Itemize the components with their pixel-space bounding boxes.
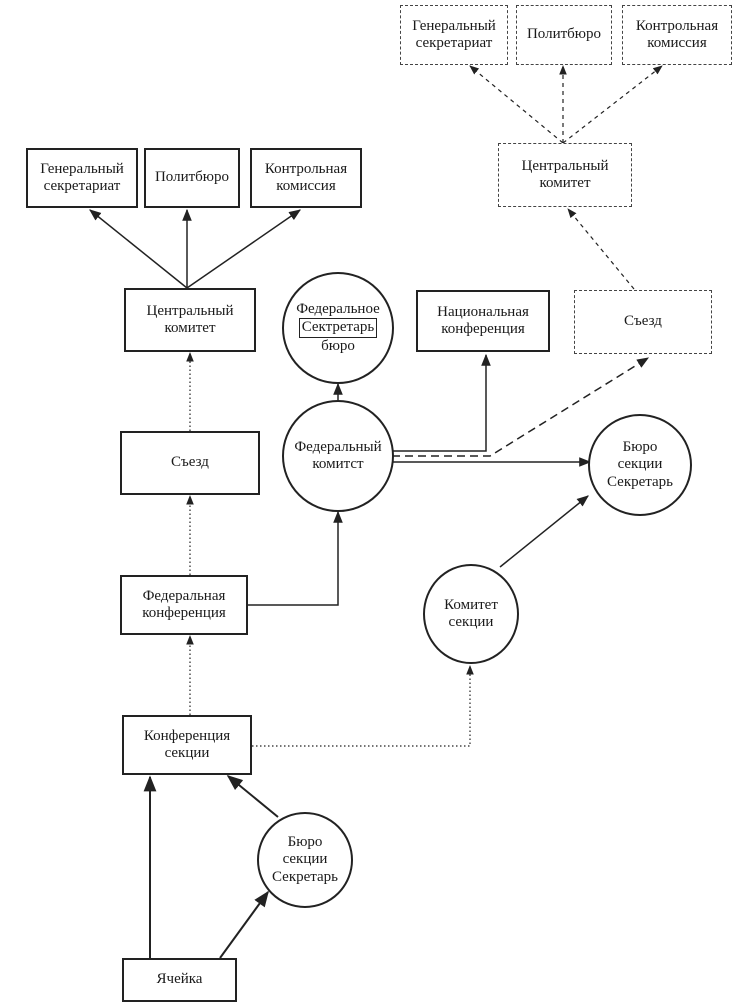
section-bureau-circle-right: Бюро секции Секретарь <box>588 414 692 516</box>
congress-box-left: Съезд <box>120 431 260 495</box>
control-commission-box-left: Контрольная комиссия <box>250 148 362 208</box>
section-bureau-label-right: Бюро секции Секретарь <box>606 439 674 490</box>
control-commission-label-right: Контрольная комиссия <box>635 17 719 51</box>
federal-conference-label: Федеральная конференция <box>142 587 226 621</box>
gen-secretariat-label-right: Генеральный секретариат <box>412 17 496 51</box>
congress-label-right: Съезд <box>624 313 662 330</box>
cell-box: Ячейка <box>122 958 237 1002</box>
federal-bureau-label-bottom: бюро <box>321 337 355 354</box>
control-commission-box-right: Контрольная комиссия <box>622 5 732 65</box>
politburo-label-right: Политбюро <box>526 26 602 43</box>
edge-cc-to-control-commission-left <box>186 209 301 289</box>
central-committee-label-left: Центральный комитет <box>146 302 234 336</box>
federal-bureau-label-top: Федеральное <box>296 301 380 318</box>
section-conference-box: Конференция секции <box>122 715 252 775</box>
federal-committee-circle: Федеральный комитст <box>282 400 394 512</box>
central-committee-box-right: Центральный комитет <box>498 143 632 207</box>
federal-committee-label: Федеральный комитст <box>294 438 382 472</box>
federal-bureau-circle: Федеральное Сектретарь бюро <box>282 272 394 384</box>
edge-cc-right-to-gen-secretariat <box>469 65 564 144</box>
cell-label: Ячейка <box>156 971 203 988</box>
politburo-box-right: Политбюро <box>516 5 612 65</box>
edge-cc-to-gen-secretariat-left <box>89 209 188 289</box>
politburo-box-left: Политбюро <box>144 148 240 208</box>
section-committee-label: Комитет секции <box>444 596 498 630</box>
central-committee-box-left: Центральный комитет <box>124 288 256 352</box>
gen-secretariat-label-left: Генеральный секретариат <box>40 160 124 194</box>
central-committee-label-right: Центральный комитет <box>521 157 609 191</box>
national-conference-box: Национальная конференция <box>416 290 550 352</box>
edge-congress-right-to-cc-right <box>567 208 635 290</box>
edge-cell-to-section-bureau <box>219 890 269 959</box>
edge-cc-right-to-control-commission <box>562 65 663 144</box>
national-conference-label: Национальная конференция <box>437 303 529 337</box>
federal-bureau-secretary-label: Сектретарь <box>301 319 375 336</box>
federal-bureau-secretary-box: Сектретарь <box>298 318 378 338</box>
edge-federal-committee-to-national-conf <box>392 353 491 452</box>
congress-label-left: Съезд <box>171 454 209 471</box>
edge-section-bureau-to-conference <box>226 774 279 818</box>
politburo-label-left: Политбюро <box>154 169 230 186</box>
section-committee-circle: Комитет секции <box>423 564 519 664</box>
section-bureau-circle-bottom: Бюро секции Секретарь <box>257 812 353 908</box>
edge-section-committee-to-section-bureau-right <box>499 495 589 568</box>
section-bureau-label-bottom: Бюро секции Секретарь <box>271 834 339 885</box>
gen-secretariat-box-left: Генеральный секретариат <box>26 148 138 208</box>
control-commission-label-left: Контрольная комиссия <box>264 160 348 194</box>
section-conference-label: Конференция секции <box>143 727 231 761</box>
edge-federal-committee-to-congress-right <box>392 357 650 457</box>
edge-section-conf-to-section-committee <box>252 665 474 747</box>
federal-conference-box: Федеральная конференция <box>120 575 248 635</box>
gen-secretariat-box-right: Генеральный секретариат <box>400 5 508 65</box>
edge-federal-conf-to-federal-committee <box>248 510 343 606</box>
congress-box-right: Съезд <box>574 290 712 354</box>
